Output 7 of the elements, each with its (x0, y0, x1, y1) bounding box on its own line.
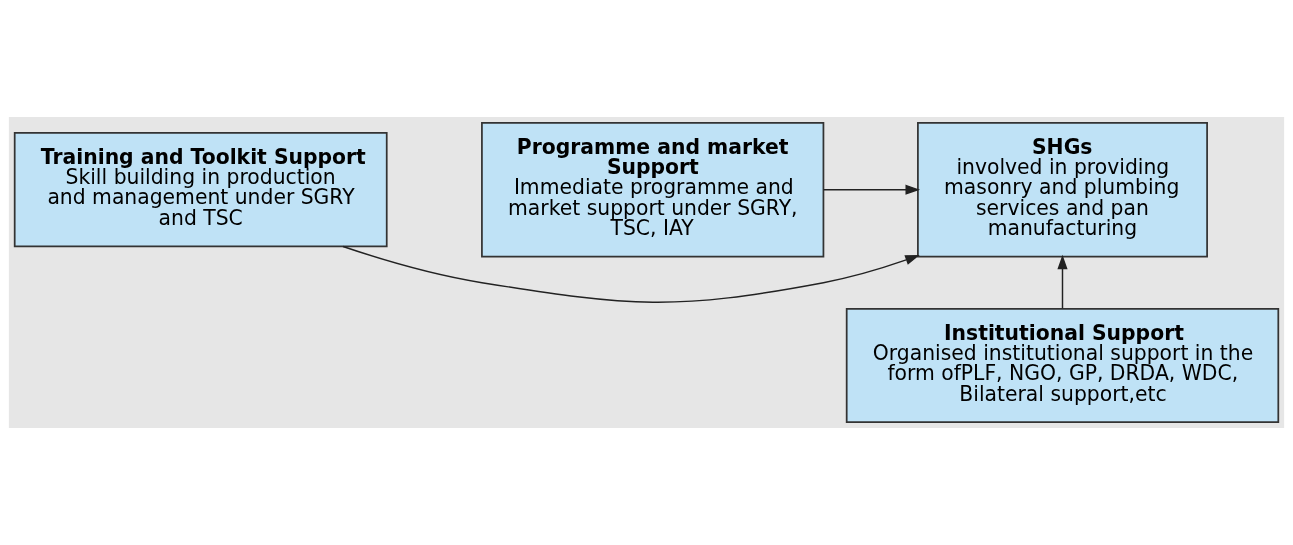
arrow (822, 184, 921, 195)
node-box: SHGs involved in providing masonry and plumbing services and pan manufacturing (917, 121, 1208, 258)
node-box: Training and Toolkit Support Skill building in production and management under SGRY and TSC (13, 132, 388, 248)
node-box: Institutional Support Organised institutional support in the form ofPLF, NGO, GP, DRDA, WDC, Bilateral support,etc (845, 307, 1280, 424)
arrow (342, 245, 920, 303)
node-box: Programme and market Support Immediate programme and market support under SGRY, TSC, IAY (481, 121, 825, 258)
arrow (1057, 254, 1068, 310)
